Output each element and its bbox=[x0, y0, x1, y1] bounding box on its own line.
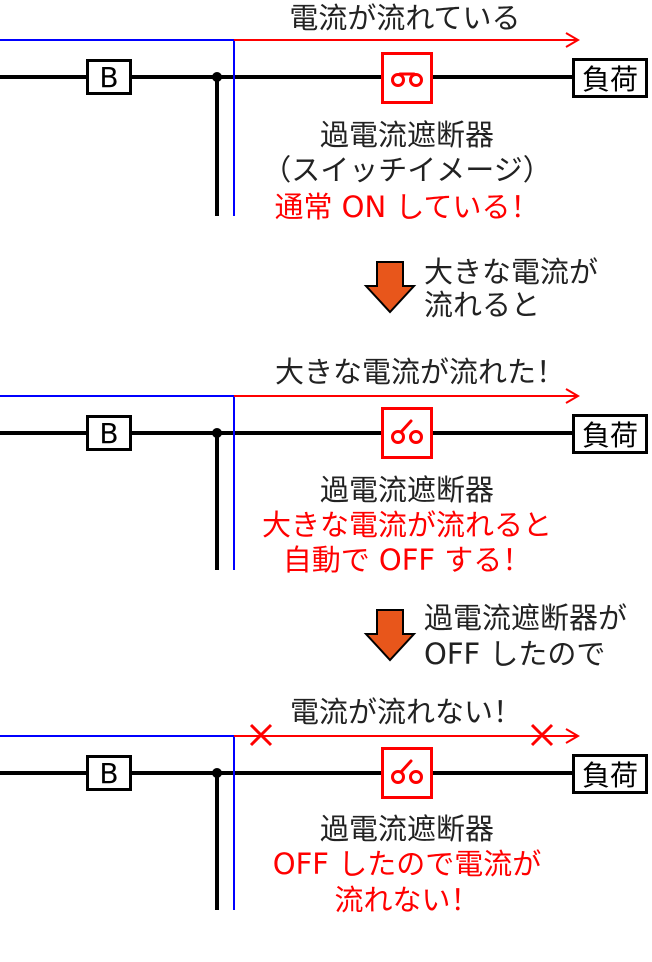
load-box: 負荷 bbox=[572, 58, 648, 98]
large-current-caption: 大きな電流が流れると bbox=[261, 508, 553, 542]
breaker-b-box: B bbox=[86, 59, 132, 95]
no-flow-caption: 流れない！ bbox=[334, 883, 480, 917]
large-current-label: 大きな電流が流れた！ bbox=[274, 355, 566, 389]
switch-image-caption: （スイッチイメージ） bbox=[262, 153, 552, 187]
current-flowing-label: 電流が流れている bbox=[289, 1, 521, 35]
load-box: 負荷 bbox=[572, 414, 648, 454]
step-arrow-1 bbox=[363, 261, 417, 314]
flow-arrow-head bbox=[565, 388, 580, 404]
step1-text-line2: 流れると bbox=[424, 288, 541, 322]
step2-text-line2: OFF したので bbox=[424, 637, 606, 671]
overcurrent-breaker-switch bbox=[381, 52, 433, 104]
junction-dot bbox=[212, 768, 222, 778]
blocked-cross-right bbox=[530, 723, 554, 747]
junction-dot bbox=[212, 428, 222, 438]
blocked-cross-left bbox=[249, 723, 273, 747]
switch-open-icon bbox=[391, 759, 423, 784]
step-arrow-2 bbox=[363, 609, 417, 662]
step1-text-line1: 大きな電流が bbox=[424, 255, 599, 289]
breaker-b-box: B bbox=[86, 415, 132, 451]
breaker-b-box: B bbox=[86, 755, 132, 791]
flow-arrow-head bbox=[565, 32, 580, 48]
switch-closed-icon bbox=[391, 72, 423, 87]
breaker-caption: 過電流遮断器 bbox=[319, 812, 495, 846]
load-box: 負荷 bbox=[572, 754, 648, 794]
step2-text-line1: 過電流遮断器が bbox=[424, 601, 628, 635]
switch-open-icon bbox=[391, 419, 423, 444]
overcurrent-breaker-switch bbox=[381, 407, 433, 459]
no-current-label: 電流が流れない！ bbox=[289, 695, 523, 729]
auto-off-caption: 自動で OFF する！ bbox=[282, 543, 532, 577]
flow-arrow-head bbox=[565, 728, 580, 744]
breaker-caption: 過電流遮断器 bbox=[319, 473, 495, 507]
overcurrent-breaker-switch bbox=[381, 747, 433, 799]
junction-dot bbox=[212, 72, 222, 82]
breaker-caption: 過電流遮断器 bbox=[319, 118, 495, 152]
off-caption: OFF したので電流が bbox=[272, 847, 542, 881]
normally-on-caption: 通常 ON している！ bbox=[274, 190, 540, 224]
